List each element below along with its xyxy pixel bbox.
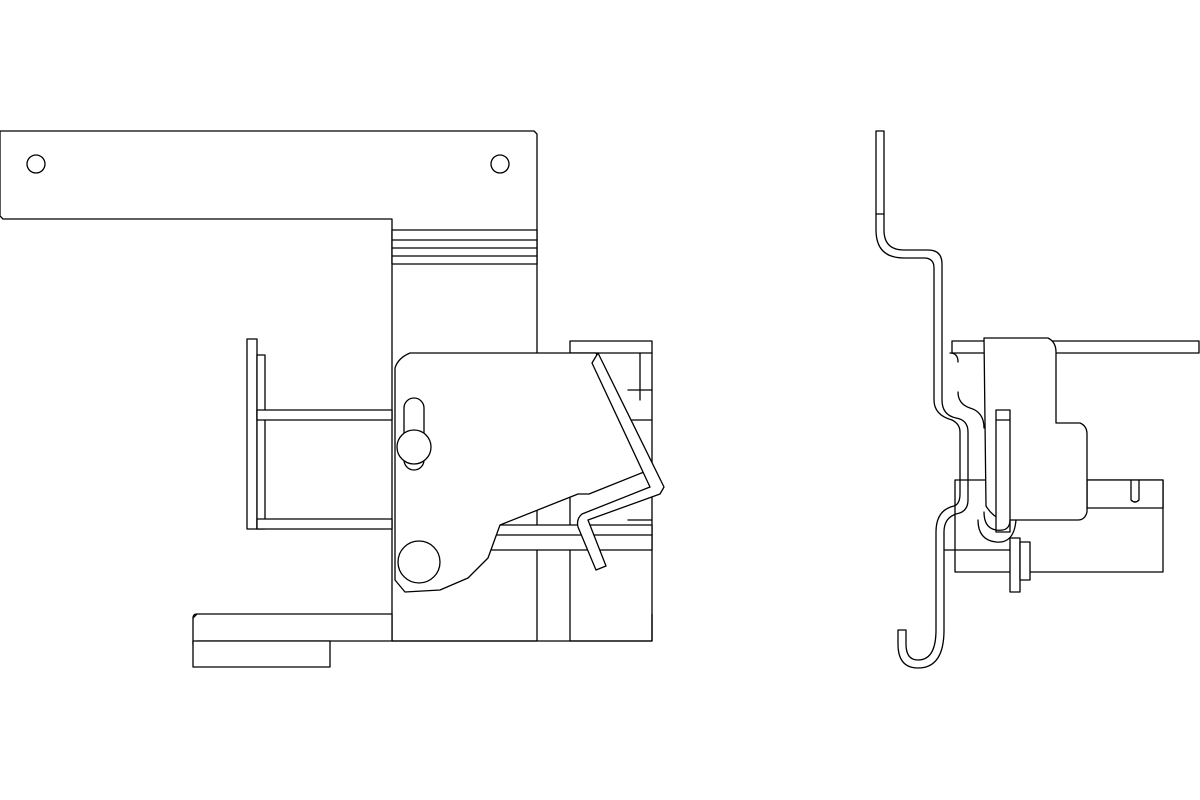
- side-bracket: [246, 338, 393, 530]
- mounting-hole-right: [490, 154, 510, 174]
- spring-strip: [875, 130, 1017, 669]
- front-view: [0, 130, 665, 668]
- latch-hook: [576, 352, 665, 571]
- adjustment-knob: [396, 429, 432, 465]
- latch-rod: [995, 409, 1011, 533]
- cylinder-flange: [1009, 537, 1021, 593]
- base-foot: [192, 640, 331, 668]
- housing: [983, 337, 1088, 533]
- base-plate: [192, 613, 653, 668]
- pivot-pin: [397, 540, 441, 584]
- upper-rail: [391, 229, 538, 265]
- mounting-hole-left: [26, 154, 46, 174]
- latch-plate: [394, 352, 655, 593]
- lower-rail: [479, 524, 653, 551]
- side-view: [875, 130, 1200, 669]
